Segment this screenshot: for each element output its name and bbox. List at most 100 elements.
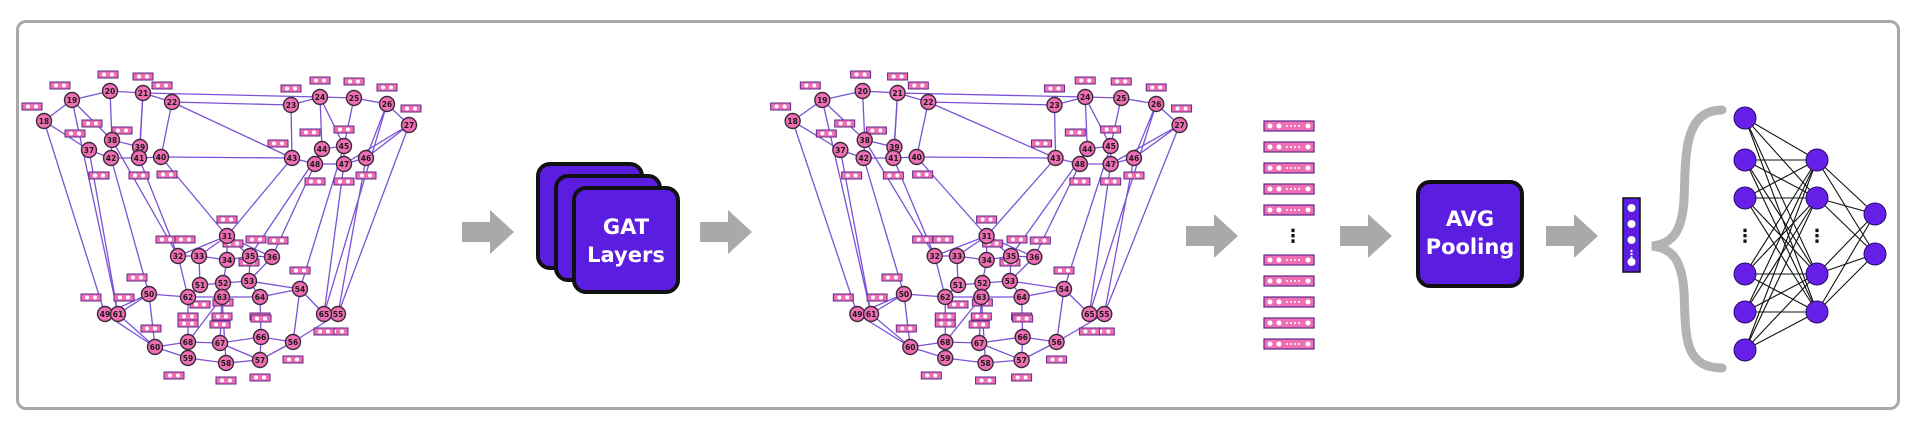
pool-label-line1: AVG (1446, 207, 1494, 231)
graph-edge (343, 124, 410, 165)
graph-node: 19 (63, 91, 81, 109)
graph-edge (928, 101, 1055, 106)
node-label: 55 (1099, 310, 1109, 319)
gat-label-line1: GAT (603, 215, 650, 239)
node-label: 41 (888, 154, 898, 163)
gat-label-line2: Layers (587, 243, 665, 267)
graph-node: 23 (282, 96, 300, 114)
node-feature-vector (299, 128, 321, 137)
graph-node: 62 (937, 288, 954, 306)
node-embedding-row (1263, 296, 1315, 308)
graph-node: 61 (862, 305, 880, 323)
node-feature-vector (126, 273, 148, 282)
node-feature-vector (267, 139, 289, 148)
node-feature-vector (215, 376, 237, 385)
graph-edge (928, 101, 1056, 159)
node-label: 54 (1059, 285, 1069, 294)
node-label: 40 (156, 153, 166, 162)
node-label: 51 (953, 281, 963, 290)
graph-node: 47 (1102, 155, 1119, 173)
node-feature-vector (81, 119, 103, 128)
graph-node: 23 (1046, 96, 1063, 114)
graph-node: 45 (1102, 137, 1119, 155)
node-label: 46 (1129, 154, 1139, 163)
node-label: 67 (215, 339, 225, 348)
graph-node: 34 (218, 251, 236, 269)
node-feature-vector (249, 373, 271, 382)
node-feature-vector (174, 235, 196, 244)
graph-edge (1088, 163, 1112, 315)
graph-node: 57 (1013, 351, 1030, 369)
graph-node: 42 (102, 149, 120, 167)
node-label: 52 (218, 279, 228, 288)
graph-node: 52 (974, 274, 991, 292)
graph-edge (1055, 288, 1065, 343)
node-feature-vector (850, 70, 872, 79)
arrow-5 (1546, 214, 1598, 258)
graph-edge (299, 145, 345, 290)
node-embedding-row (1263, 162, 1315, 174)
graph-edge (221, 296, 227, 364)
graph-node: 56 (284, 333, 302, 351)
node-feature-vector (355, 171, 377, 180)
node-label: 34 (981, 256, 991, 265)
vector-dot (1627, 236, 1636, 244)
graph-node: 48 (306, 155, 324, 173)
graph-edge (177, 235, 228, 257)
graph-edge (1103, 157, 1135, 315)
graph-node: 59 (179, 349, 197, 367)
node-label: 27 (1174, 121, 1184, 130)
graph-node: 46 (357, 149, 375, 167)
graph-node: 35 (1002, 247, 1020, 265)
node-feature-vector (155, 235, 177, 244)
graph-edge (916, 101, 929, 158)
node-feature-vector (111, 126, 133, 135)
mlp-hidden-neuron (1805, 300, 1829, 324)
mlp-hidden-neuron (1805, 148, 1829, 172)
node-feature-vector (1145, 83, 1167, 92)
node-feature-vector (156, 170, 178, 179)
node-feature-vector (968, 320, 990, 329)
graph-edge (171, 101, 293, 159)
graph-edge (916, 156, 988, 237)
graph-node: 33 (190, 247, 208, 265)
graph-node: 62 (179, 288, 197, 306)
mlp-hidden-neuron (1805, 186, 1829, 210)
graph-node: 66 (1014, 328, 1031, 346)
graph-edge (870, 313, 911, 348)
graph-node: 68 (937, 333, 954, 351)
vector-dot (1627, 220, 1636, 228)
graph-edge (1063, 145, 1112, 290)
node-feature-vector (267, 236, 289, 245)
graph-node: 51 (949, 276, 967, 294)
node-embedding-row (1263, 141, 1315, 153)
node-feature-vector (49, 81, 71, 90)
graph-node: 43 (283, 149, 301, 167)
graph-edge (43, 120, 106, 315)
node-label: 35 (245, 252, 255, 261)
node-label: 37 (84, 146, 94, 155)
graph-node: 20 (101, 82, 119, 100)
node-feature-vector (1053, 266, 1075, 275)
node-label: 47 (339, 160, 349, 169)
graph-edge (323, 103, 388, 315)
node-label: 18 (787, 117, 797, 126)
node-feature-vector (932, 235, 954, 244)
node-feature-vector (1011, 373, 1033, 382)
graph-node: 25 (345, 89, 363, 107)
node-embedding-list: ⋮ (1263, 120, 1315, 350)
node-label: 49 (100, 310, 110, 319)
graph-edge (792, 120, 858, 315)
node-feature-vector (1006, 235, 1028, 244)
graph-node: 54 (1055, 280, 1073, 298)
graph-node: 35 (241, 247, 259, 265)
graph-edge (365, 124, 410, 159)
node-feature-vector (376, 83, 398, 92)
node-label: 55 (333, 310, 343, 319)
graph-node: 38 (103, 131, 121, 149)
graph-node: 40 (152, 148, 170, 166)
node-label: 59 (940, 354, 950, 363)
node-feature-vector (1110, 77, 1132, 86)
node-label: 45 (1105, 142, 1115, 151)
graph-edge (148, 293, 156, 348)
